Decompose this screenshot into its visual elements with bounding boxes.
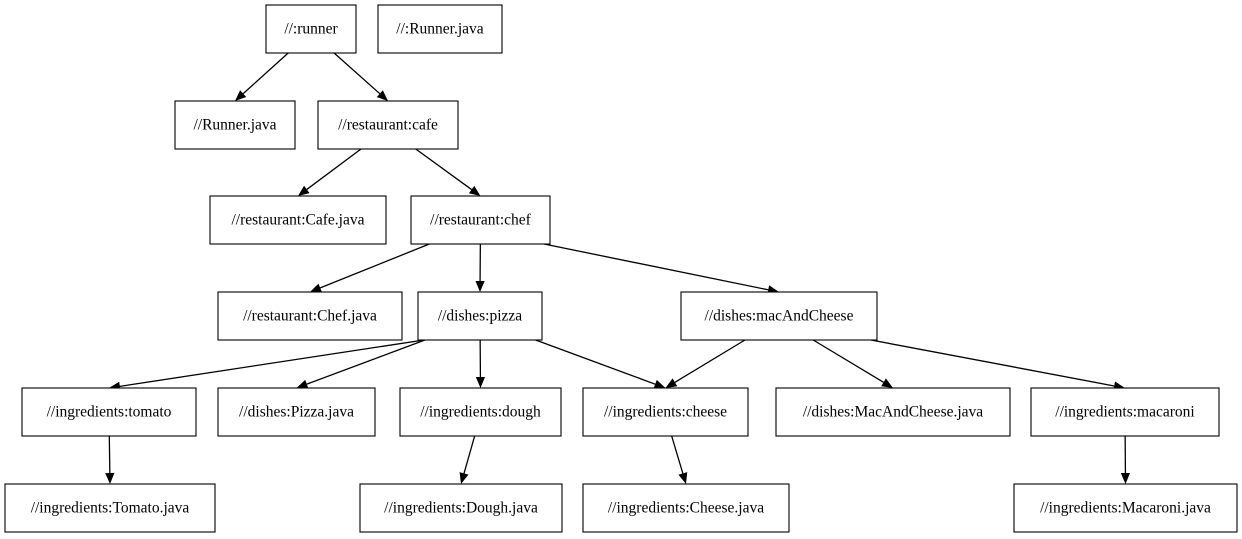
node-box[interactable]	[399, 387, 562, 437]
node-label: //restaurant:cafe	[338, 117, 438, 134]
node-box[interactable]	[1013, 483, 1238, 533]
graph-edge	[870, 339, 1125, 391]
graph-node-ing_cheese[interactable]: //ingredients:cheese	[582, 387, 749, 437]
graph-edge	[475, 243, 485, 292]
graph-node-dishes_mac[interactable]: //dishes:macAndCheese	[680, 291, 878, 341]
node-box[interactable]	[1030, 387, 1220, 437]
node-label: //dishes:MacAndCheese.java	[803, 404, 983, 421]
node-label: //Runner.java	[193, 117, 276, 134]
node-label: //ingredients:Macaroni.java	[1040, 500, 1211, 517]
node-label: //restaurant:Chef.java	[243, 308, 377, 325]
graph-edge	[298, 148, 362, 196]
arrowhead-icon	[105, 472, 115, 484]
node-label: //ingredients:Dough.java	[384, 500, 538, 517]
node-box[interactable]	[775, 387, 1011, 437]
node-box[interactable]	[217, 291, 403, 341]
arrowhead-icon	[468, 185, 481, 196]
graph-edge	[812, 339, 893, 388]
node-label: //ingredients:tomato	[47, 404, 172, 421]
node-box[interactable]	[317, 100, 459, 150]
graph-edge	[535, 339, 666, 389]
node-box[interactable]	[680, 291, 878, 341]
node-box[interactable]	[359, 483, 563, 533]
node-layer: //:runner //:Runner.java //Runner.java //re…	[4, 4, 1238, 533]
node-box[interactable]	[417, 291, 543, 341]
arrowhead-icon	[298, 185, 310, 196]
arrowhead-icon	[235, 90, 247, 101]
arrowhead-icon	[678, 472, 688, 484]
graph-edge	[333, 52, 388, 101]
node-label: //:runner	[284, 21, 338, 38]
node-box[interactable]	[209, 195, 387, 245]
graph-edge	[665, 339, 746, 388]
graph-edge	[459, 435, 476, 484]
node-label: //dishes:macAndCheese	[705, 308, 854, 325]
graph-edge	[1120, 435, 1131, 484]
graph-node-tomato_java[interactable]: //ingredients:Tomato.java	[4, 483, 216, 533]
graph-edge	[296, 339, 426, 389]
node-label: //ingredients:macaroni	[1055, 404, 1195, 421]
arrowhead-icon	[475, 280, 485, 292]
graph-node-runner[interactable]: //:runner	[265, 4, 357, 54]
node-label: //dishes:Pizza.java	[239, 404, 354, 421]
graph-edge	[235, 52, 289, 101]
graph-node-restaurant_cafe[interactable]: //restaurant:cafe	[317, 100, 459, 150]
node-label: //restaurant:Cafe.java	[232, 212, 365, 229]
arrowhead-icon	[296, 379, 309, 389]
node-label: //ingredients:Tomato.java	[31, 500, 190, 517]
node-box[interactable]	[582, 483, 790, 533]
arrowhead-icon	[475, 376, 486, 388]
graph-edge	[310, 243, 430, 293]
graph-node-cafe_java[interactable]: //restaurant:Cafe.java	[209, 195, 387, 245]
node-box[interactable]	[410, 195, 551, 245]
arrowhead-icon	[881, 378, 893, 388]
graph-edge	[105, 435, 115, 484]
graph-node-runner_java[interactable]: //Runner.java	[174, 100, 296, 150]
arrowhead-icon	[665, 378, 678, 388]
graph-node-dishes_pizza[interactable]: //dishes:pizza	[417, 291, 543, 341]
graph-node-mac_java[interactable]: //dishes:MacAndCheese.java	[775, 387, 1011, 437]
graph-node-ing_dough[interactable]: //ingredients:dough	[399, 387, 562, 437]
graph-edge	[543, 243, 779, 295]
arrowhead-icon	[1120, 472, 1131, 484]
node-label: //ingredients:cheese	[604, 404, 727, 421]
node-label: //dishes:pizza	[438, 308, 522, 325]
graph-edge	[109, 339, 425, 391]
node-box[interactable]	[582, 387, 749, 437]
graph-node-cheese_java[interactable]: //ingredients:Cheese.java	[582, 483, 790, 533]
node-box[interactable]	[377, 4, 503, 54]
node-label: //ingredients:Cheese.java	[608, 500, 764, 517]
graph-edge	[671, 435, 688, 484]
node-box[interactable]	[174, 100, 296, 150]
graph-edge	[475, 339, 486, 388]
node-label: //:Runner.java	[396, 21, 484, 38]
arrowhead-icon	[376, 90, 388, 101]
node-box[interactable]	[4, 483, 216, 533]
graph-node-dough_java[interactable]: //ingredients:Dough.java	[359, 483, 563, 533]
arrowhead-icon	[459, 472, 469, 484]
node-label: //ingredients:dough	[420, 404, 541, 421]
graph-node-chef_java[interactable]: //restaurant:Chef.java	[217, 291, 403, 341]
graph-node-ing_tomato[interactable]: //ingredients:tomato	[21, 387, 197, 437]
graph-node-pizza_java[interactable]: //dishes:Pizza.java	[217, 387, 376, 437]
graph-node-ing_macaroni[interactable]: //ingredients:macaroni	[1030, 387, 1220, 437]
graph-node-restaurant_chef[interactable]: //restaurant:chef	[410, 195, 551, 245]
graph-edge	[415, 148, 481, 196]
arrowhead-icon	[653, 379, 666, 389]
graph-node-runner_java_root[interactable]: //:Runner.java	[377, 4, 503, 54]
node-box[interactable]	[217, 387, 376, 437]
node-box[interactable]	[21, 387, 197, 437]
node-label: //restaurant:chef	[430, 212, 532, 229]
node-box[interactable]	[265, 4, 357, 54]
arrowhead-icon	[310, 283, 322, 293]
graph-node-macaroni_java[interactable]: //ingredients:Macaroni.java	[1013, 483, 1238, 533]
